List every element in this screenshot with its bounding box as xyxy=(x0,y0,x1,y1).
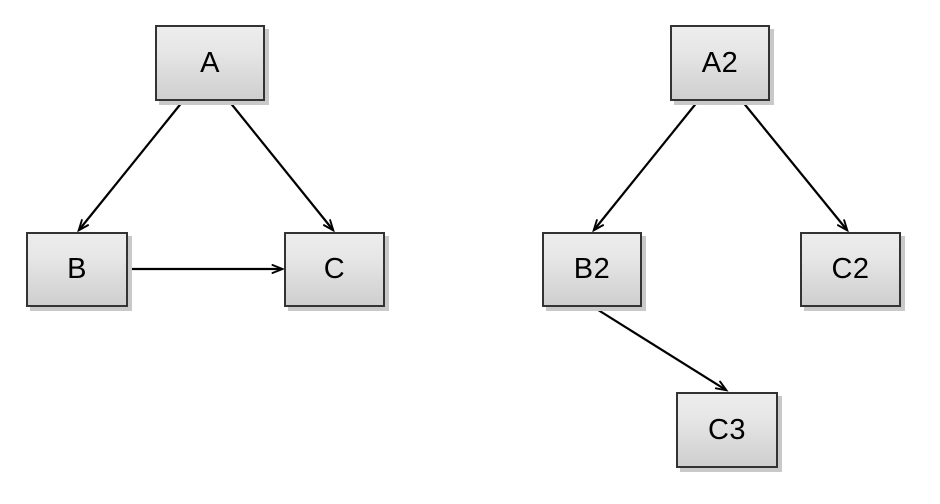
node-a[interactable]: A xyxy=(155,25,265,101)
node-c[interactable]: C xyxy=(284,232,385,307)
node-b[interactable]: B xyxy=(26,232,128,307)
edge-a2-to-b2 xyxy=(592,100,699,233)
node-label: C3 xyxy=(707,413,747,446)
node-c2[interactable]: C2 xyxy=(800,232,901,307)
node-label: A2 xyxy=(701,46,739,79)
edge-a-to-c xyxy=(228,100,335,233)
node-a2[interactable]: A2 xyxy=(670,25,770,101)
node-label: C xyxy=(323,253,346,285)
edge-group xyxy=(77,100,849,392)
node-label: C2 xyxy=(831,253,870,285)
node-b2[interactable]: B2 xyxy=(542,232,642,307)
edge-b2-to-c3 xyxy=(594,307,729,392)
node-c3[interactable]: C3 xyxy=(676,392,778,468)
node-label: B xyxy=(67,253,87,285)
node-label: B2 xyxy=(573,253,611,285)
node-label: A xyxy=(200,46,220,79)
edge-a-to-b xyxy=(77,100,184,233)
edge-a2-to-c2 xyxy=(741,100,849,233)
